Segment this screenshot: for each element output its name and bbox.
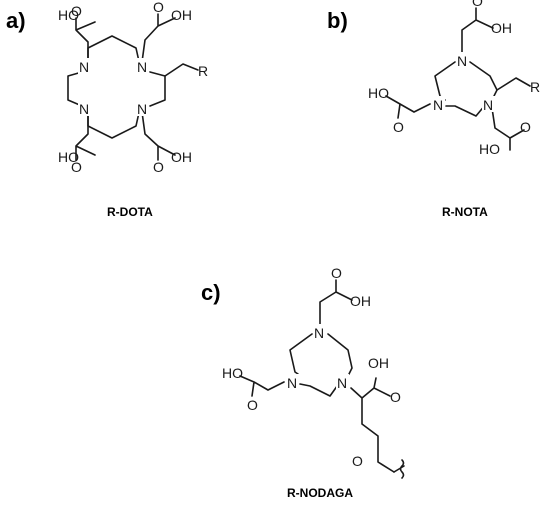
dota-n4: N [137, 101, 147, 117]
nota-ho-left: HO [368, 85, 389, 101]
nota-n3: N [483, 97, 493, 113]
nodaga-acetate-arms [239, 279, 353, 397]
dota-o-top-right: O [153, 0, 164, 15]
nodaga-oh-side: OH [368, 355, 389, 371]
nota-o-bottom: O [520, 119, 531, 135]
dota-r-sidechain [164, 63, 199, 77]
dota-r-group: R [198, 63, 208, 79]
nota-n1: N [457, 53, 467, 69]
dota-ring-bonds [67, 35, 166, 139]
nota-ho-bottom: HO [479, 141, 500, 157]
dota-nitrogen-labels: N N N N [78, 58, 149, 117]
dota-o-bottom-right: O [153, 159, 164, 175]
nodaga-wavy-bond [393, 459, 405, 479]
label-r-dota: R-DOTA [107, 205, 153, 219]
nota-nitrogen-labels: N N N [432, 52, 495, 113]
nota-r-group: R [530, 79, 540, 95]
nota-o-top: O [472, 0, 483, 9]
nota-oh-top: OH [491, 20, 512, 36]
nota-r-sidechain [496, 77, 531, 91]
dota-ho-bottom-left: HO [58, 149, 79, 165]
nodaga-glutaric-chain [350, 377, 395, 473]
nodaga-ring-bonds [289, 333, 353, 397]
nota-acetate-arms [385, 7, 525, 151]
dota-n2: N [137, 59, 147, 75]
nodaga-nitrogen-labels: N N N [286, 324, 349, 391]
nota-o-left: O [393, 119, 404, 135]
label-r-nota: R-NOTA [442, 205, 488, 219]
panel-letter-a: a) [6, 8, 26, 33]
nodaga-n1: N [314, 325, 324, 341]
nota-structure: N N N O OH HO O HO O R [368, 0, 540, 157]
dota-oh-top-right: OH [171, 7, 192, 23]
dota-o-top-left: O [71, 3, 82, 19]
nodaga-o-ketone: O [352, 453, 363, 469]
dota-n3: N [79, 101, 89, 117]
nodaga-structure: N N N O OH HO O OH O O [222, 265, 405, 479]
panel-letter-c: c) [201, 280, 221, 305]
dota-o-bottom-left: O [71, 159, 82, 175]
panel-letter-b: b) [327, 8, 348, 33]
dota-ho-top-left: HO [58, 7, 79, 23]
nodaga-o-side: O [390, 389, 401, 405]
nodaga-n3: N [337, 375, 347, 391]
nodaga-ho-left: HO [222, 365, 243, 381]
dota-acetate-arms [75, 13, 176, 161]
label-r-nodaga: R-NODAGA [287, 486, 353, 500]
nodaga-n2: N [287, 375, 297, 391]
dota-n1: N [79, 59, 89, 75]
nodaga-o-top: O [331, 265, 342, 281]
nodaga-o-left: O [247, 397, 258, 413]
nodaga-oh-top: OH [350, 293, 371, 309]
dota-structure: N N N N HO O OH O HO O OH O R [58, 0, 208, 175]
nota-n2: N [433, 97, 443, 113]
dota-oh-bottom-right: OH [171, 149, 192, 165]
